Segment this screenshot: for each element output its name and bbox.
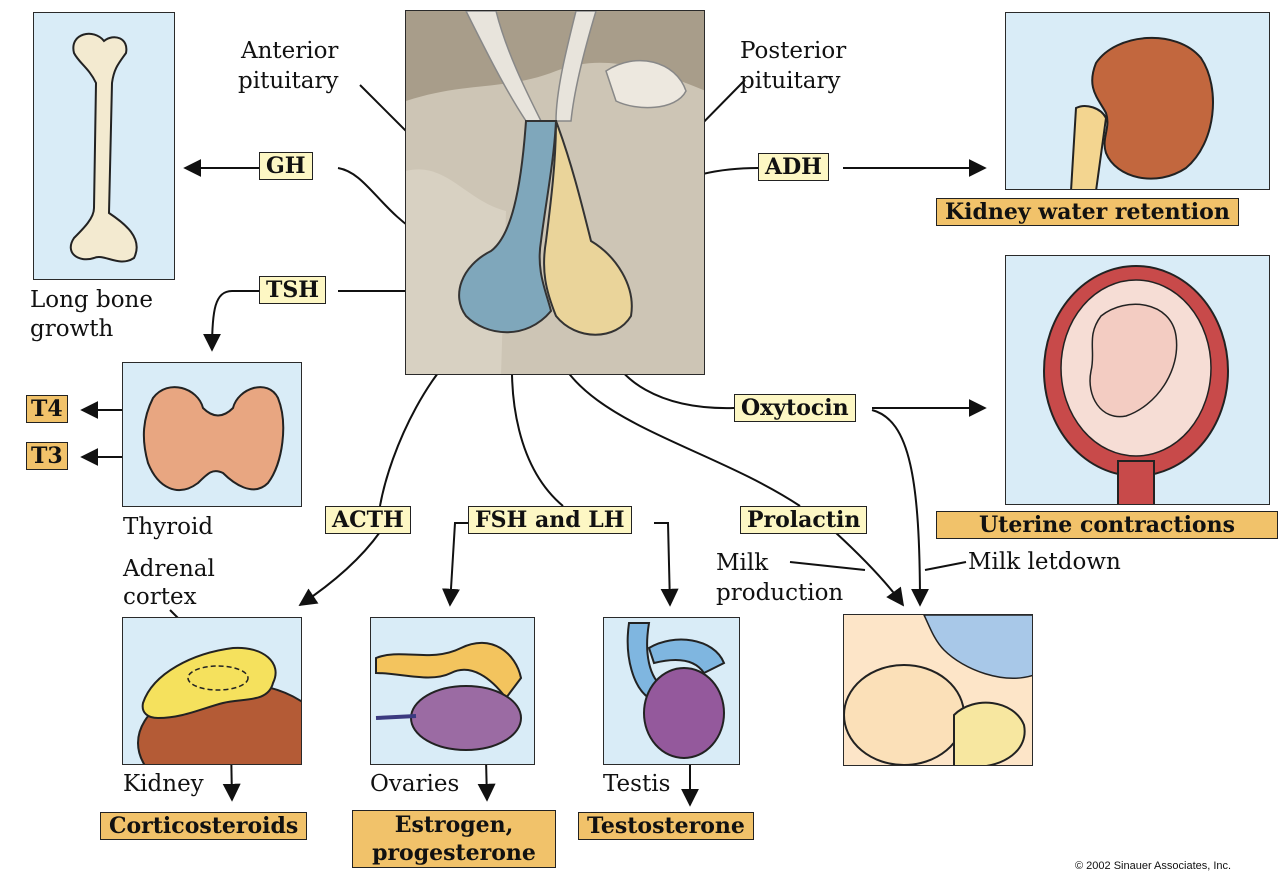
posterior-pituitary-label: Posterior pituitary <box>740 38 847 94</box>
estrogen-progesterone-label: Estrogen, progesterone <box>352 810 556 868</box>
pituitary-illustration <box>405 10 705 375</box>
uterus-panel <box>1005 255 1270 505</box>
tsh-label: TSH <box>259 276 327 304</box>
long-bone-panel <box>33 12 175 280</box>
t4-label: T4 <box>26 395 68 423</box>
corticosteroids-label: Corticosteroids <box>100 812 308 840</box>
adrenal-panel <box>122 617 302 765</box>
kidney-label: Kidney <box>123 771 204 797</box>
copyright-notice: © 2002 Sinauer Associates, Inc. <box>1075 860 1232 872</box>
breastfeeding-panel <box>843 614 1033 766</box>
milk-production-label: Milk production <box>716 550 844 606</box>
oxytocin-label: Oxytocin <box>734 394 856 422</box>
milk-letdown-pointer <box>924 561 967 571</box>
milk-letdown-label: Milk letdown <box>968 549 1121 575</box>
acth-label: ACTH <box>325 506 411 534</box>
oxytocin-milk-arrow <box>871 409 929 607</box>
testosterone-label: Testosterone <box>578 812 754 840</box>
thyroid-label: Thyroid <box>123 514 214 540</box>
ovaries-label: Ovaries <box>370 771 460 797</box>
ovaries-panel <box>370 617 535 765</box>
milk-production-pointer <box>789 561 866 571</box>
adrenal-cortex-label: Adrenal cortex <box>123 556 215 610</box>
testis-label: Testis <box>603 771 671 797</box>
gh-label: GH <box>259 152 313 180</box>
uterine-contractions-label: Uterine contractions <box>936 511 1278 539</box>
tsh-arrow <box>203 290 259 352</box>
fsh-ovary-arrow <box>442 522 468 607</box>
prolactin-label: Prolactin <box>740 506 868 534</box>
thyroid-panel <box>122 362 302 507</box>
adh-label: ADH <box>758 153 829 181</box>
t3-label: T3 <box>26 442 68 470</box>
kidney-panel <box>1005 12 1270 190</box>
testis-panel <box>603 617 740 765</box>
anterior-pituitary-label: Anterior pituitary <box>238 38 339 94</box>
fsh-lh-label: FSH and LH <box>468 506 632 534</box>
acth-arrow <box>298 531 381 606</box>
long-bone-growth-label: Long bone growth <box>30 287 153 342</box>
prolactin-arrow <box>834 531 905 607</box>
kidney-water-retention-label: Kidney water retention <box>936 198 1239 226</box>
fsh-testis-arrow <box>654 522 679 607</box>
